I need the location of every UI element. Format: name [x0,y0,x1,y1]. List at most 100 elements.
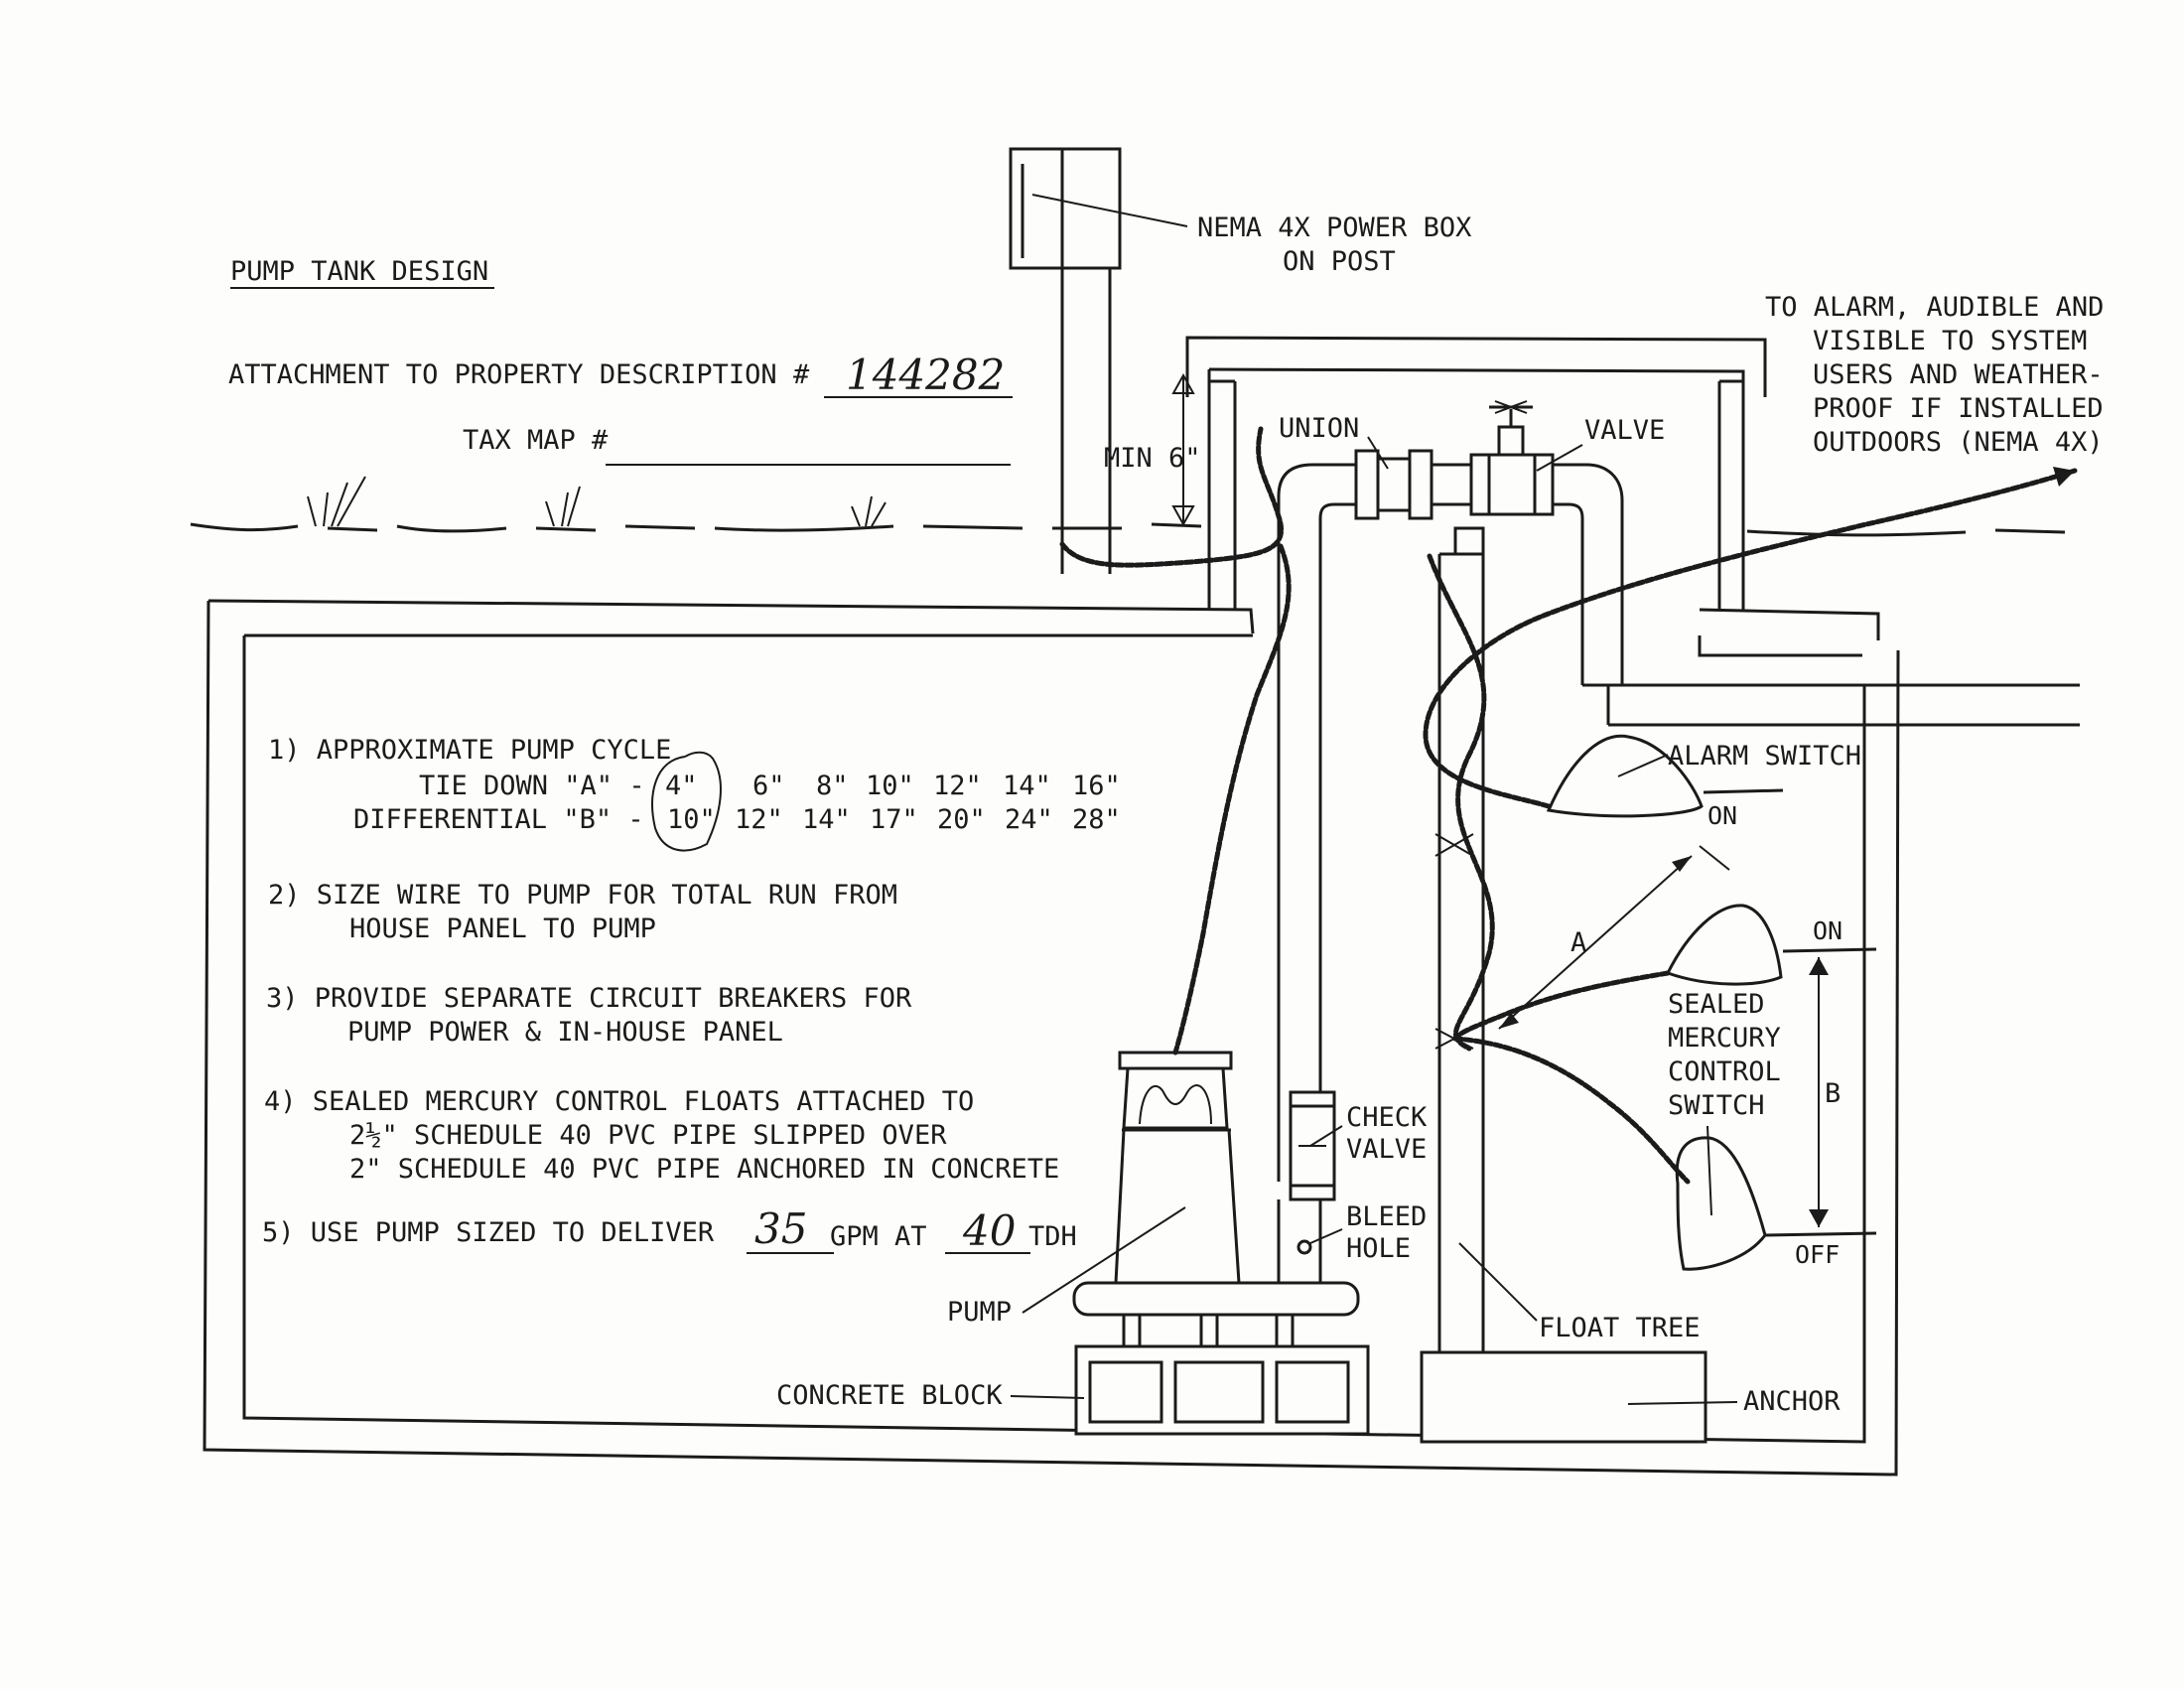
differential-value: 24" [1005,804,1053,835]
tdh-label: TDH [1028,1221,1077,1252]
bleed-hole-label-line1: BLEED [1346,1201,1427,1232]
note-3-line2: PUMP POWER & IN-HOUSE PANEL [347,1017,783,1048]
alarm-switch-leader [1617,754,1669,777]
tie-down-value: 14" [1003,771,1051,801]
tank-walls [203,599,2080,1477]
note-3-line1: 3) PROVIDE SEPARATE CIRCUIT BREAKERS FOR [266,983,912,1014]
differential-value: 12" [735,804,783,835]
pump-off-float [1675,1136,1877,1271]
concrete-block [1074,1344,1370,1436]
union-label: UNION [1279,413,1359,444]
anchor-leader [1627,1401,1738,1405]
pump-off-label: OFF [1795,1240,1840,1269]
note-4-line2: 2½" SCHEDULE 40 PVC PIPE SLIPPED OVER [349,1120,947,1151]
dimension-b-label: B [1825,1078,1841,1109]
pump-label: PUMP [947,1297,1012,1328]
union-leader [1367,436,1389,470]
note-4: 4) SEALED MERCURY CONTROL FLOATS ATTACHE… [264,1086,1059,1185]
gate-valve [1469,400,1555,516]
note-5-prefix: 5) USE PUMP SIZED TO DELIVER [262,1217,715,1248]
note-2: 2) SIZE WIRE TO PUMP FOR TOTAL RUN FROM … [268,880,897,944]
alarm-cable-arrow [2053,467,2075,487]
ground-line [190,522,2066,537]
alarm-note-line1: TO ALARM, AUDIBLE AND [1765,292,2104,323]
alarm-cable [1423,467,2078,1052]
min-depth-label: MIN 6" [1104,443,1201,474]
tie-down-value: 16" [1072,771,1121,801]
valve-label: VALVE [1584,415,1665,446]
note-4-line3: 2" SCHEDULE 40 PVC PIPE ANCHORED IN CONC… [349,1154,1059,1185]
pump-on-label: ON [1813,916,1843,945]
note-1-title: 1) APPROXIMATE PUMP CYCLE [268,735,671,766]
anchor-label: ANCHOR [1743,1386,1841,1417]
attachment-label: ATTACHMENT TO PROPERTY DESCRIPTION # [228,359,810,390]
riser-lid [1185,336,1767,610]
dimension-b [1809,957,1829,1227]
tie-down-value: 6" [752,771,785,801]
float-tree-leader [1458,1242,1538,1322]
alarm-switch-label: ALARM SWITCH [1668,741,1861,772]
note-1: 1) APPROXIMATE PUMP CYCLE TIE DOWN "A" -… [268,735,1121,852]
differential-value: 10" [667,804,716,835]
pump-leader [1022,1206,1186,1314]
alarm-note-line3: USERS AND WEATHER- [1813,359,2104,390]
note-5: 5) USE PUMP SIZED TO DELIVER 35 GPM AT 4… [262,1204,1077,1255]
grass-tufts [307,476,887,527]
mercury-switch-label-line4: SWITCH [1668,1090,1765,1121]
union-fitting [1354,449,1433,520]
check-valve-leader [1309,1125,1343,1147]
bleed-hole [1297,1239,1312,1255]
attachment-number: 144282 [846,351,1005,399]
power-box-leader [1031,194,1188,227]
tdh-value: 40 [962,1206,1016,1255]
check-valve-label-line1: CHECK [1346,1102,1428,1133]
check-valve [1277,1090,1336,1291]
tie-down-value: 8" [816,771,849,801]
note-3: 3) PROVIDE SEPARATE CIRCUIT BREAKERS FOR… [266,983,912,1048]
mercury-switch-label-line2: MERCURY [1668,1023,1781,1054]
selected-cycle-circle [651,751,722,852]
differential-value: 14" [802,804,851,835]
note-4-line1: 4) SEALED MERCURY CONTROL FLOATS ATTACHE… [264,1086,974,1117]
concrete-block-label: CONCRETE BLOCK [776,1380,1003,1411]
differential-value: 20" [937,804,986,835]
check-valve-label-line2: VALVE [1346,1134,1427,1165]
power-box-post [1009,147,1122,574]
differential-value: 17" [870,804,918,835]
note-1-row-a-label: TIE DOWN "A" - [419,771,645,801]
power-box-label-line1: NEMA 4X POWER BOX [1197,212,1471,243]
gpm-value: 35 [754,1204,807,1253]
alarm-on-tick [1699,845,1730,871]
alarm-note-line2: VISIBLE TO SYSTEM [1813,326,2087,356]
dimension-a-label: A [1570,927,1586,958]
power-box-label-line2: ON POST [1283,246,1396,277]
tie-down-value: 4" [665,771,698,801]
submersible-pump [1072,1051,1360,1346]
pump-power-cable [1059,426,1292,1056]
mercury-switch-label-line1: SEALED [1668,989,1765,1020]
tie-down-value: 10" [866,771,914,801]
differential-value: 28" [1072,804,1121,835]
anchor-block [1420,1350,1707,1444]
tax-map-label: TAX MAP # [463,425,609,456]
control-float-cables [1434,833,1691,1185]
mercury-switch-label-line3: CONTROL [1668,1056,1781,1087]
valve-leader [1536,444,1583,472]
alarm-on-label: ON [1707,801,1737,830]
tie-down-value: 12" [933,771,982,801]
pump-on-float [1665,904,1877,986]
concrete-block-leader [1010,1395,1085,1399]
note-2-line1: 2) SIZE WIRE TO PUMP FOR TOTAL RUN FROM [268,880,897,911]
dimension-a [1498,855,1693,1030]
mercury-switch-leader [1706,1125,1712,1216]
bleed-hole-label-line2: HOLE [1346,1233,1411,1264]
min-depth-dimension [1171,372,1195,527]
note-1-row-b-label: DIFFERENTIAL "B" - [353,804,644,835]
bleed-hole-leader [1309,1228,1343,1244]
gpm-label: GPM AT [830,1221,927,1252]
alarm-note-line4: PROOF IF INSTALLED [1813,393,2104,424]
float-tree-label: FLOAT TREE [1539,1313,1701,1343]
discharge-piping [1277,463,1624,1182]
